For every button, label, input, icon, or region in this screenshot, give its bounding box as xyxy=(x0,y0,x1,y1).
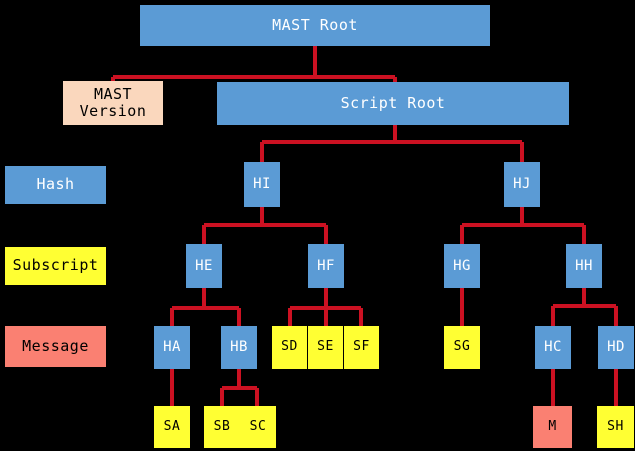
node-he[interactable]: HE xyxy=(186,244,222,288)
node-label-hd: HD xyxy=(607,339,625,356)
node-hh[interactable]: HH xyxy=(566,244,602,288)
node-sf[interactable]: SF xyxy=(344,326,379,369)
node-label-he: HE xyxy=(195,257,213,274)
legend-label-subscript: Subscript xyxy=(12,256,99,275)
node-sh[interactable]: SH xyxy=(597,406,634,448)
node-sd[interactable]: SD xyxy=(272,326,307,369)
node-label-hj: HJ xyxy=(513,176,531,193)
node-label-mast-version: MAST Version xyxy=(79,84,147,120)
node-label-sa: SA xyxy=(163,418,181,434)
node-label-hg: HG xyxy=(453,257,471,274)
node-mast-root[interactable]: MAST Root xyxy=(140,5,490,46)
node-label-sf: SF xyxy=(353,339,370,355)
node-label-sg: SG xyxy=(453,339,471,355)
node-label-m: M xyxy=(548,418,557,434)
node-hb[interactable]: HB xyxy=(221,326,257,369)
node-hj[interactable]: HJ xyxy=(504,162,540,207)
node-sa[interactable]: SA xyxy=(154,406,190,448)
legend-label-message: Message xyxy=(22,336,89,355)
node-label-hh: HH xyxy=(575,257,593,274)
node-hi[interactable]: HI xyxy=(244,162,280,207)
node-ha[interactable]: HA xyxy=(154,326,190,369)
legend-item-hash: Hash xyxy=(5,166,106,204)
node-label-hf: HF xyxy=(317,257,335,274)
node-hc[interactable]: HC xyxy=(535,326,571,369)
legend-item-subscript: Subscript xyxy=(5,247,106,285)
node-label-sb: SB xyxy=(213,418,231,434)
node-m[interactable]: M xyxy=(533,406,572,448)
node-label-ha: HA xyxy=(163,339,181,356)
node-hg[interactable]: HG xyxy=(444,244,480,288)
node-sc[interactable]: SC xyxy=(240,406,276,448)
node-se[interactable]: SE xyxy=(308,326,343,369)
node-label-hb: HB xyxy=(230,339,248,356)
node-label-hc: HC xyxy=(544,339,562,356)
node-label-mast-root: MAST Root xyxy=(272,15,358,34)
node-sb[interactable]: SB xyxy=(204,406,240,448)
legend-label-hash: Hash xyxy=(36,175,75,194)
node-label-script-root: Script Root xyxy=(340,93,446,112)
node-mast-version[interactable]: MAST Version xyxy=(63,81,163,125)
node-script-root[interactable]: Script Root xyxy=(217,82,569,125)
node-label-sc: SC xyxy=(249,418,267,434)
node-label-se: SE xyxy=(317,339,334,355)
node-label-hi: HI xyxy=(253,176,271,193)
node-label-sh: SH xyxy=(607,418,624,434)
node-sg[interactable]: SG xyxy=(444,326,480,369)
node-hf[interactable]: HF xyxy=(308,244,344,288)
legend-item-message: Message xyxy=(5,326,106,367)
node-hd[interactable]: HD xyxy=(598,326,634,369)
node-label-sd: SD xyxy=(281,339,298,355)
